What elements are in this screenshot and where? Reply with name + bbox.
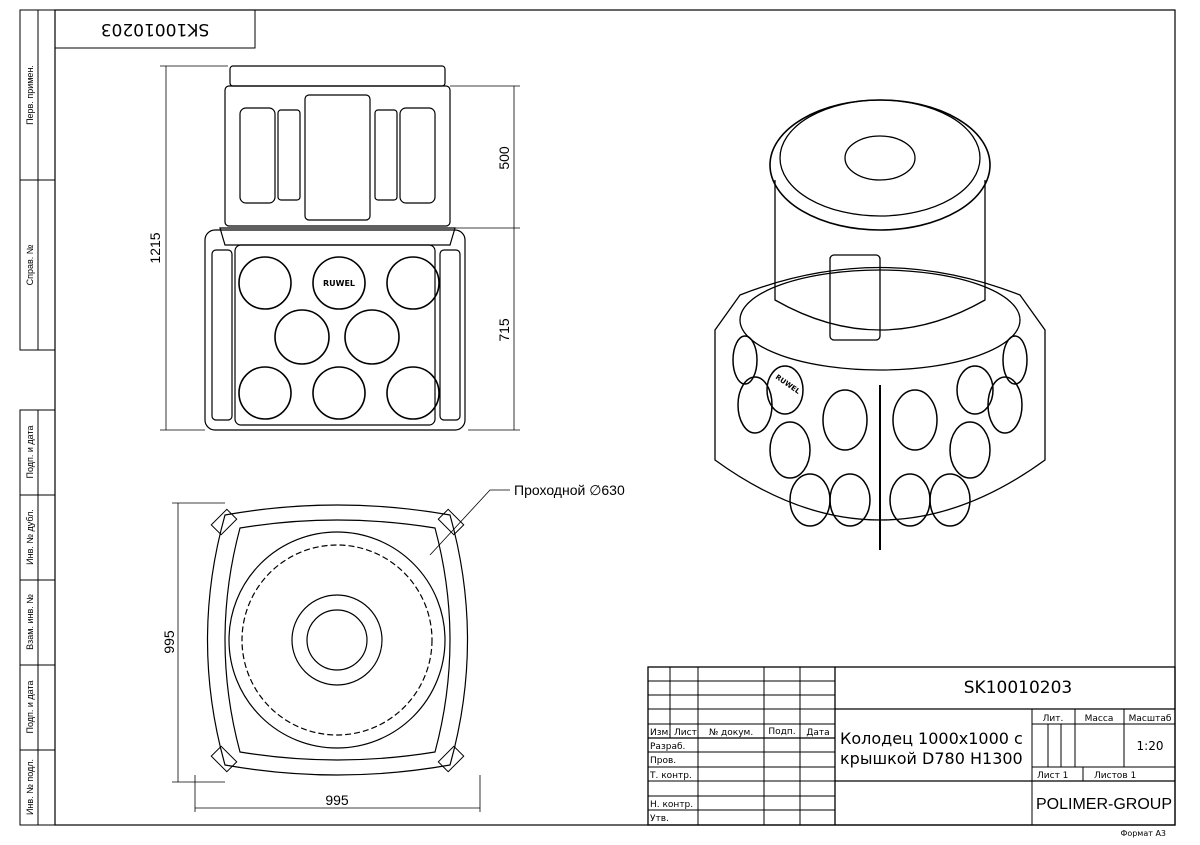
dim-500: 500 [496,146,512,170]
dim-995-height: 995 [161,630,177,654]
sheets-total: Листов 1 [1094,771,1136,781]
title-block [647,666,1176,826]
iso-view [714,99,1046,550]
top-dimensions [172,489,510,812]
format-label: Формат А3 [1120,829,1166,838]
strip-label: Перв. примен. [25,65,35,125]
lit-label: Лит. [1043,714,1064,724]
hdr-doc: № докум. [709,728,753,738]
scale-label: Масштаб [1129,714,1172,724]
company-name: POLIMER-GROUP [1036,796,1172,813]
strip-label: Взам. инв. № [25,594,35,650]
strip-label: Справ. № [25,244,35,285]
front-dimensions [160,65,520,431]
row-label: Разраб. [650,742,685,752]
code-stamp-box [54,9,256,49]
sheet-frame [54,9,1176,826]
drawing-code: SK10010203 [964,678,1072,698]
dim-715: 715 [496,318,512,342]
row-label: Т. контр. [649,771,692,781]
strip-label: Инв. № дубл. [25,509,35,565]
row-label: Пров. [650,756,676,766]
sheet-number: Лист 1 [1037,771,1068,781]
title-line-1: Колодец 1000х1000 с [840,729,1023,748]
scale-value: 1:20 [1137,739,1164,753]
code-stamp: SK10010203 [101,19,209,39]
callout-passage: Проходной ∅630 [514,482,625,498]
left-strip [19,9,56,826]
iso-logo: RUWEL [774,373,802,396]
row-label: Н. контр. [650,800,693,810]
dim-995-width: 995 [325,792,349,808]
front-view [204,65,466,431]
strip-label: Инв. № подл. [25,759,35,815]
row-label: Утв. [650,814,669,824]
front-logo: RUWEL [323,279,355,288]
mass-label: Масса [1085,714,1114,724]
strip-label: Подп. и дата [25,680,35,733]
strip-label: Подп. и дата [25,425,35,478]
dim-1215: 1215 [147,232,163,263]
hdr-izm: Изм. [650,728,671,738]
hdr-list: Лист [674,728,697,738]
hdr-date: Дата [806,728,829,738]
title-line-2: крышкой D780 H1300 [840,749,1023,768]
top-view [206,504,469,776]
hdr-sign: Подп. [768,727,795,737]
